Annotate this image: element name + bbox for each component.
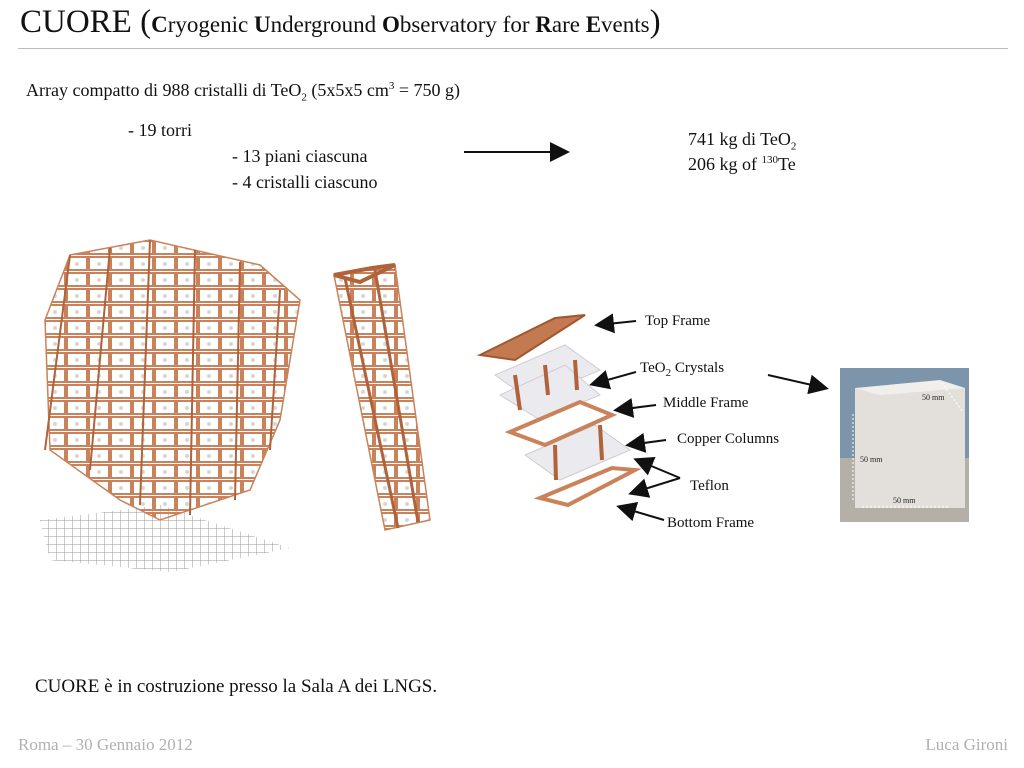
crystal-photo (840, 368, 969, 522)
label-middle-frame: Middle Frame (663, 395, 749, 411)
label-bottom-frame: Bottom Frame (667, 515, 755, 531)
photo-dim-bottom: 50 mm (893, 496, 916, 505)
intro-text: Array compatto di 988 cristalli di TeO2 … (26, 80, 460, 104)
slide-title: CUORE (Cryogenic Underground Observatory… (20, 4, 661, 40)
arrow-teo2 (589, 370, 637, 390)
arrow-copper-columns (625, 432, 667, 453)
footer-date: Roma – 30 Gennaio 2012 (18, 735, 193, 754)
result-mass-te130: 206 kg of 130Te (688, 154, 796, 174)
photo-dim-top: 50 mm (922, 393, 945, 402)
arrow-teflon-1 (633, 456, 681, 479)
arrow-middle-frame (613, 398, 657, 418)
arrow-top-frame (594, 313, 637, 334)
full-array-drawing (40, 239, 301, 572)
tower-array (44, 239, 301, 521)
floors-item: - 13 piani ciascuna (232, 146, 368, 166)
arrow-teflon-2 (628, 477, 681, 498)
towers-item: - 19 torri (128, 120, 192, 140)
arrow-bottom-frame (616, 501, 665, 522)
label-top-frame: Top Frame (645, 313, 711, 329)
single-tower-drawing (333, 263, 431, 531)
arrow-to-photo (767, 374, 829, 395)
exploded-module-drawing (476, 314, 642, 508)
title-divider (18, 48, 1008, 49)
photo-dim-left: 50 mm (860, 455, 883, 464)
label-teo2-crystals: TeO2 Crystals (640, 360, 725, 379)
crystals-item: - 4 cristalli ciascuno (232, 172, 378, 192)
top-frame-part (476, 314, 586, 362)
label-copper-columns: Copper Columns (677, 431, 780, 447)
label-teflon: Teflon (690, 478, 729, 494)
result-mass-teo2: 741 kg di TeO2 (688, 129, 797, 153)
construction-note: CUORE è in costruzione presso la Sala A … (35, 676, 438, 697)
floor-shadow (40, 505, 290, 572)
footer-author: Luca Gironi (925, 735, 1008, 754)
middle-frame-part (504, 399, 618, 448)
